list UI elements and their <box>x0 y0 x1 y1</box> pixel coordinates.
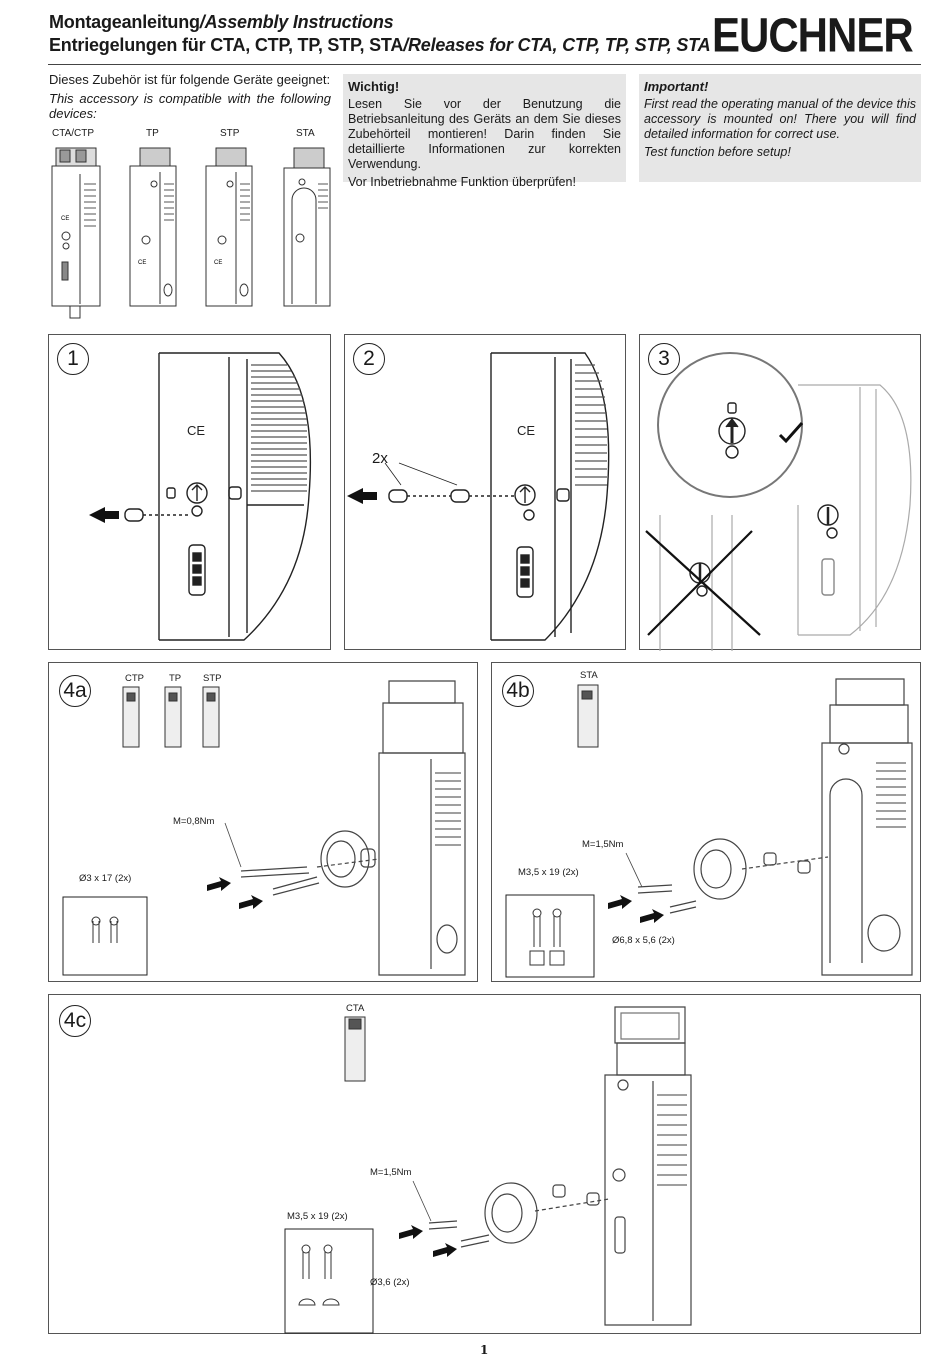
step-4c-torque: M=1,5Nm <box>370 1167 412 1178</box>
step-1-panel: 1 CE <box>48 334 331 650</box>
notice-box-de: Wichtig! Lesen Sie vor der Benutzung die… <box>343 74 626 189</box>
step-4a-number: 4a <box>59 675 91 707</box>
device-illustration-sta <box>283 147 331 307</box>
title-line-2: Entriegelungen für CTA, CTP, TP, STP, ST… <box>49 35 711 55</box>
step-4b-panel: 4b STA M=1,5Nm M3,5 x 19 (2x) Ø6,8 x 5,6… <box>491 662 921 982</box>
step-4b-device-sta: STA <box>580 670 598 681</box>
title-line-1: Montageanleitung/Assembly Instructions <box>49 12 394 32</box>
step-4a-device-tp: TP <box>169 673 182 684</box>
step-4b-illustration <box>505 678 913 978</box>
step-4b-screw-spec: M3,5 x 19 (2x) <box>518 867 579 878</box>
step-2-count-label: 2x <box>372 450 388 467</box>
header-rule <box>48 64 921 65</box>
step-4b-torque: M=1,5Nm <box>582 839 624 850</box>
step-1-number: 1 <box>57 343 89 375</box>
step-4b-spacer-spec: Ø6,8 x 5,6 (2x) <box>612 935 675 946</box>
svg-text:CE: CE <box>61 216 69 222</box>
notice-heading-de: Wichtig! <box>348 79 400 94</box>
step-3-number: 3 <box>648 343 680 375</box>
step-4a-panel: 4a CTP TP STP M=0,8Nm Ø3 x 17 (2x) <box>48 662 478 982</box>
step-4a-device-stp: STP <box>203 673 222 684</box>
title-en: Assembly Instructions <box>204 12 394 32</box>
step-1-illustration: CE <box>89 352 312 641</box>
step-4c-device-cta: CTA <box>346 1003 365 1014</box>
step-4c-panel: 4c CTA M=1,5Nm M3,5 x 19 (2x) Ø3,6 (2x) <box>48 994 921 1334</box>
step-4a-screw-spec: Ø3 x 17 (2x) <box>79 873 132 884</box>
svg-text:CE: CE <box>517 423 535 438</box>
step-4c-number: 4c <box>59 1005 91 1037</box>
page-number: 1 <box>480 1343 489 1357</box>
compat-text-en: This accessory is compatible with the fo… <box>49 91 331 121</box>
step-3-illustration <box>645 352 912 651</box>
svg-text:CE: CE <box>187 423 205 438</box>
step-2-panel: 2 2x CE <box>344 334 626 650</box>
step-4a-torque: M=0,8Nm <box>173 816 215 827</box>
device-illustration-cta-ctp: CE <box>51 147 101 319</box>
step-2-number: 2 <box>353 343 385 375</box>
device-label-stp: STP <box>220 128 240 139</box>
notice-check-de: Vor Inbetriebnahme Funktion überprüfen! <box>348 175 576 189</box>
step-4c-nut-spec: Ø3,6 (2x) <box>370 1277 410 1288</box>
device-label-sta: STA <box>296 128 315 139</box>
compat-text-de: Dieses Zubehör ist für folgende Geräte g… <box>49 72 331 87</box>
step-4c-illustration <box>284 1006 692 1334</box>
brand-logo: EUCHNER <box>712 8 914 63</box>
title-de: Montageanleitung <box>49 12 200 32</box>
device-label-tp: TP <box>146 128 159 139</box>
svg-text:CE: CE <box>138 260 146 266</box>
device-illustration-tp: CE <box>129 147 177 307</box>
step-4a-device-ctp: CTP <box>125 673 144 684</box>
subtitle-de: Entriegelungen für CTA, CTP, TP, STP, ST… <box>49 35 404 55</box>
step-4b-number: 4b <box>502 675 534 707</box>
notice-box-en: Important! First read the operating manu… <box>639 74 921 182</box>
svg-text:CE: CE <box>214 260 222 266</box>
device-illustration-stp: CE <box>205 147 253 307</box>
notice-check-en: Test function before setup! <box>644 145 791 159</box>
subtitle-en: Releases for CTA, CTP, TP, STP, STA <box>408 35 711 55</box>
step-2-illustration: CE <box>347 352 610 641</box>
step-4a-illustration <box>62 680 466 976</box>
notice-body-de: Lesen Sie vor der Benutzung die Betriebs… <box>348 97 621 171</box>
device-label-cta-ctp: CTA/CTP <box>52 128 95 139</box>
notice-heading-en: Important! <box>644 79 709 94</box>
step-3-panel: 3 <box>639 334 921 651</box>
step-4c-screw-spec: M3,5 x 19 (2x) <box>287 1211 348 1222</box>
notice-body-en: First read the operating manual of the d… <box>644 97 916 141</box>
